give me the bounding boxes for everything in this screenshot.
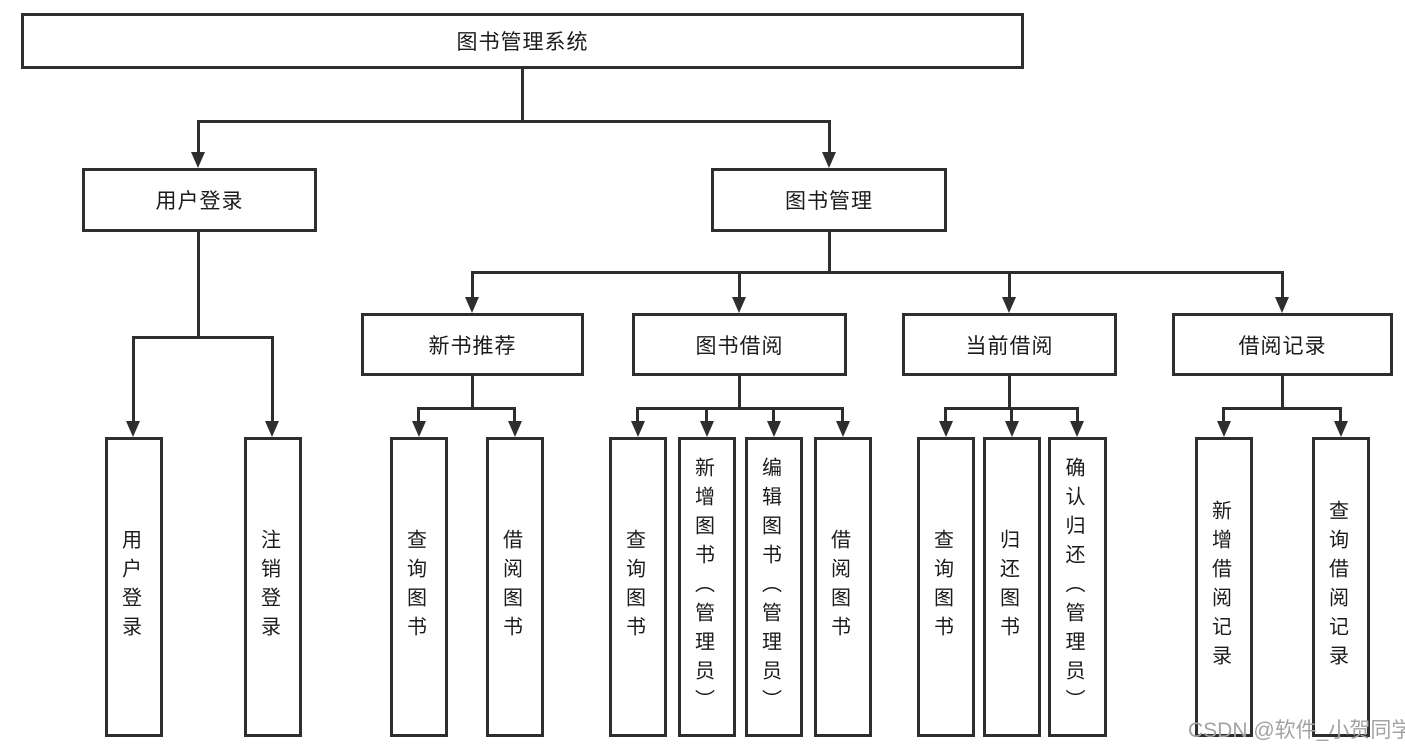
leaf-edit-books-admin-label: 编辑图书（管理员） — [758, 456, 781, 718]
node-new-book-recommend: 新书推荐 — [361, 313, 584, 376]
arrow-down-icon — [412, 421, 426, 437]
arrow-down-icon — [732, 297, 746, 313]
connector-line — [471, 271, 474, 299]
arrow-down-icon — [508, 421, 522, 437]
connector-line — [1222, 407, 1342, 410]
node-current-borrowing-label: 当前借阅 — [965, 334, 1054, 358]
csdn-watermark: CSDN @软件_小贺同学 — [1188, 719, 1405, 742]
connector-line — [636, 407, 844, 410]
leaf-return-books: 归还图书 — [983, 437, 1041, 737]
node-book-management-label: 图书管理 — [785, 190, 873, 213]
connector-line — [1008, 271, 1011, 299]
connector-line — [197, 120, 200, 154]
arrow-down-icon — [767, 421, 781, 437]
connector-line — [1008, 376, 1011, 409]
node-user-login-label: 用户登录 — [155, 190, 244, 213]
leaf-confirm-return-admin: 确认归还（管理员） — [1048, 437, 1107, 737]
leaf-query-borrow-record: 查询借阅记录 — [1312, 437, 1370, 737]
connector-line — [417, 407, 420, 423]
connector-line — [828, 120, 831, 154]
connector-line — [772, 407, 775, 423]
connector-line — [521, 68, 524, 121]
leaf-user-login-label: 用户登录 — [118, 529, 141, 645]
connector-line — [1010, 407, 1013, 423]
connector-line — [841, 407, 844, 423]
leaf-confirm-return-admin-label: 确认归还（管理员） — [1062, 456, 1084, 718]
node-new-book-recommend-label: 新书推荐 — [428, 334, 517, 358]
leaf-recommend-borrow-books-label: 借阅图书 — [499, 529, 522, 645]
leaf-recommend-query-books: 查询图书 — [390, 437, 448, 737]
node-book-management: 图书管理 — [711, 168, 947, 232]
node-library-system-label: 图书管理系统 — [456, 31, 589, 54]
connector-line — [197, 120, 831, 123]
connector-line — [513, 407, 516, 423]
arrow-down-icon — [1070, 421, 1084, 437]
arrow-down-icon — [1217, 421, 1231, 437]
leaf-borrowing-query-books-label: 查询图书 — [622, 529, 645, 645]
leaf-user-login: 用户登录 — [105, 437, 163, 737]
arrow-down-icon — [465, 297, 479, 313]
connector-line — [705, 407, 708, 423]
leaf-add-books-admin-label: 新增图书（管理员） — [691, 456, 714, 718]
connector-line — [1281, 271, 1284, 299]
connector-line — [738, 376, 741, 409]
arrow-down-icon — [191, 152, 205, 168]
arrow-down-icon — [1334, 421, 1348, 437]
leaf-return-books-label: 归还图书 — [996, 529, 1019, 645]
leaf-borrowing-borrow-books: 借阅图书 — [814, 437, 872, 737]
leaf-add-borrow-record-label: 新增借阅记录 — [1208, 500, 1231, 674]
connector-line — [197, 232, 200, 339]
leaf-recommend-query-books-label: 查询图书 — [403, 529, 426, 645]
arrow-down-icon — [265, 421, 279, 437]
arrow-down-icon — [126, 421, 140, 437]
leaf-edit-books-admin: 编辑图书（管理员） — [745, 437, 803, 737]
node-borrow-records: 借阅记录 — [1172, 313, 1393, 376]
connector-line — [828, 232, 831, 274]
connector-line — [1076, 407, 1079, 423]
connector-line — [271, 336, 274, 423]
arrow-down-icon — [1002, 297, 1016, 313]
leaf-borrowing-borrow-books-label: 借阅图书 — [827, 529, 850, 645]
arrow-down-icon — [836, 421, 850, 437]
leaf-borrowing-query-books: 查询图书 — [609, 437, 667, 737]
arrow-down-icon — [939, 421, 953, 437]
node-library-system: 图书管理系统 — [21, 13, 1024, 69]
connector-line — [1339, 407, 1342, 423]
connector-line — [132, 336, 274, 339]
arrow-down-icon — [1275, 297, 1289, 313]
connector-line — [417, 407, 516, 410]
node-borrow-records-label: 借阅记录 — [1238, 334, 1327, 358]
leaf-current-query-books-label: 查询图书 — [930, 529, 953, 645]
connector-line — [944, 407, 947, 423]
connector-line — [1222, 407, 1225, 423]
connector-line — [471, 376, 474, 409]
leaf-logout-login-label: 注销登录 — [257, 529, 280, 645]
leaf-logout-login: 注销登录 — [244, 437, 302, 737]
arrow-down-icon — [700, 421, 714, 437]
node-book-borrowing: 图书借阅 — [632, 313, 847, 376]
connector-line — [132, 336, 135, 423]
node-user-login: 用户登录 — [82, 168, 317, 232]
connector-line — [471, 271, 1284, 274]
leaf-current-query-books: 查询图书 — [917, 437, 975, 737]
connector-line — [636, 407, 639, 423]
arrow-down-icon — [822, 152, 836, 168]
leaf-add-borrow-record: 新增借阅记录 — [1195, 437, 1253, 737]
leaf-query-borrow-record-label: 查询借阅记录 — [1325, 500, 1348, 674]
connector-line — [1281, 376, 1284, 409]
node-current-borrowing: 当前借阅 — [902, 313, 1117, 376]
leaf-add-books-admin: 新增图书（管理员） — [678, 437, 736, 737]
arrow-down-icon — [631, 421, 645, 437]
node-book-borrowing-label: 图书借阅 — [695, 334, 784, 358]
connector-line — [738, 271, 741, 299]
arrow-down-icon — [1005, 421, 1019, 437]
leaf-recommend-borrow-books: 借阅图书 — [486, 437, 544, 737]
